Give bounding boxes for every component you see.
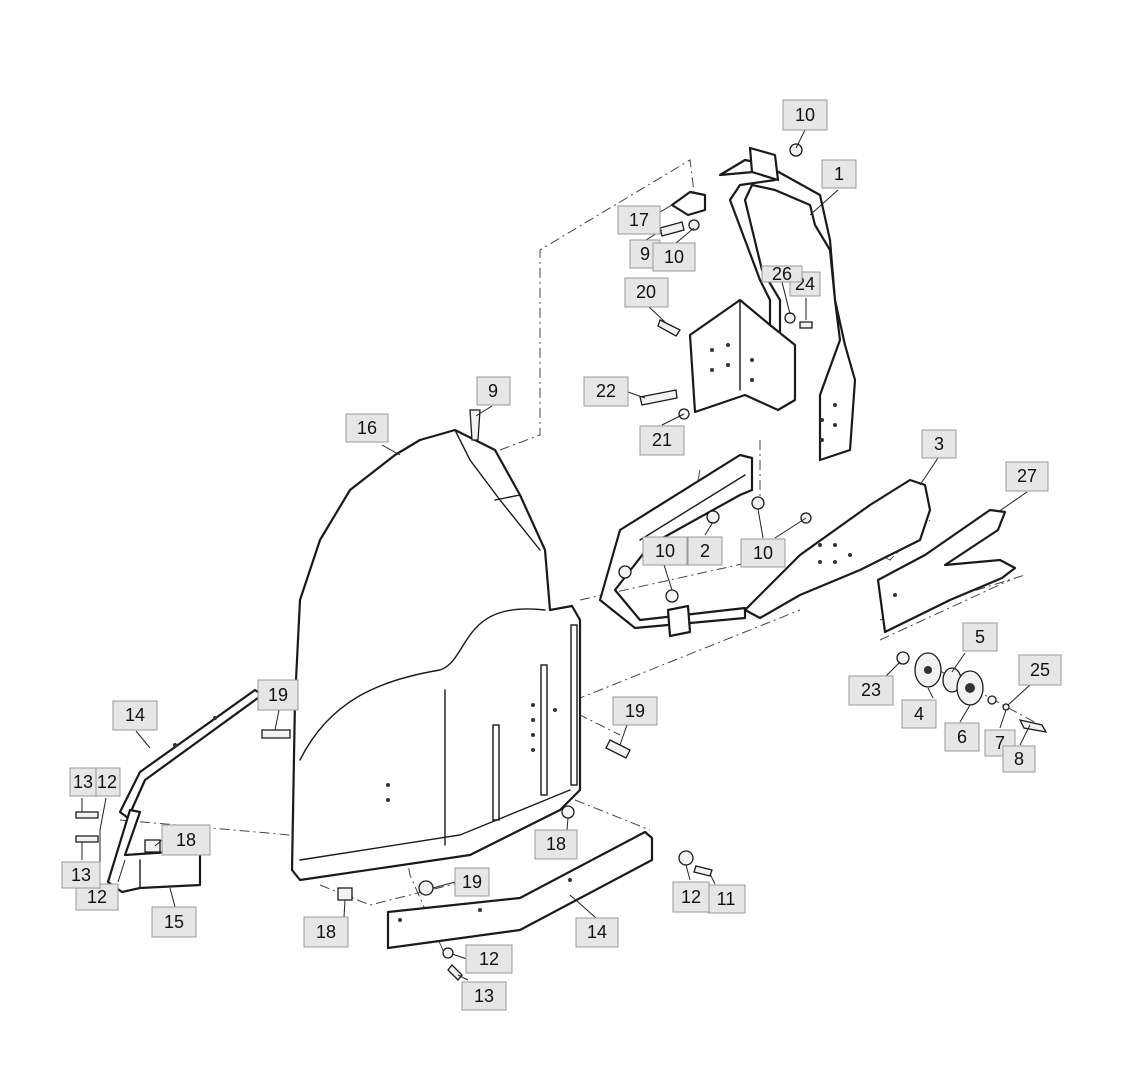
right-plate-part xyxy=(876,508,1017,634)
callout-12-bottom: 12 xyxy=(465,944,513,974)
callout-8: 8 xyxy=(1002,745,1036,773)
callout-label: 10 xyxy=(655,541,675,561)
callout-5: 5 xyxy=(962,622,998,652)
main-shield-part xyxy=(290,428,582,882)
callout-10-upper: 10 xyxy=(652,242,696,272)
callout-4: 4 xyxy=(901,699,937,729)
callout-27: 27 xyxy=(1005,461,1049,492)
callout-label: 25 xyxy=(1030,660,1050,680)
callout-label: 8 xyxy=(1014,749,1024,769)
callout-22: 22 xyxy=(583,376,629,407)
callout-label: 19 xyxy=(268,685,288,705)
callout-label: 9 xyxy=(488,381,498,401)
callout-label: 10 xyxy=(753,543,773,563)
callout-label: 22 xyxy=(596,381,616,401)
callout-label: 26 xyxy=(772,264,792,284)
callout-label: 18 xyxy=(316,922,336,942)
callout-25: 25 xyxy=(1018,654,1062,686)
callout-10-middle: 10 xyxy=(642,536,688,566)
callout-18-bottom: 18 xyxy=(303,916,349,948)
callout-label: 12 xyxy=(87,887,107,907)
callout-label: 15 xyxy=(164,912,184,932)
lower-rail-part xyxy=(598,453,754,638)
callout-6: 6 xyxy=(944,722,980,752)
callout-label: 10 xyxy=(664,247,684,267)
callout-18-left: 18 xyxy=(161,824,211,856)
callout-26: 26 xyxy=(761,264,803,284)
callout-14-bottom: 14 xyxy=(575,917,619,948)
callout-label: 19 xyxy=(462,872,482,892)
callout-14-left: 14 xyxy=(112,700,158,731)
callout-label: 11 xyxy=(717,889,736,909)
callout-label: 4 xyxy=(914,704,924,724)
callout-label: 14 xyxy=(587,922,607,942)
callout-13-bottom: 13 xyxy=(461,981,507,1011)
callout-label: 1 xyxy=(834,164,844,184)
callout-9-lower: 9 xyxy=(476,376,511,406)
callout-label: 23 xyxy=(861,680,881,700)
callout-label: 5 xyxy=(975,627,985,647)
callout-label: 10 xyxy=(795,105,815,125)
callout-label: 18 xyxy=(546,834,566,854)
hub-assembly xyxy=(896,651,1048,733)
callout-12-upper-left: 12 xyxy=(93,767,121,797)
hardware-fasteners xyxy=(75,143,813,981)
callout-label: 19 xyxy=(625,701,645,721)
callout-16: 16 xyxy=(345,413,389,443)
callout-label: 12 xyxy=(97,772,117,792)
tapered-plate-part xyxy=(743,478,932,620)
callout-label: 16 xyxy=(357,418,377,438)
callout-13-upper-left: 13 xyxy=(69,767,97,797)
callout-label: 13 xyxy=(73,772,93,792)
callout-label: 27 xyxy=(1017,466,1037,486)
callout-label: 6 xyxy=(957,727,967,747)
callout-11: 11 xyxy=(707,884,746,914)
callout-label: 20 xyxy=(636,282,656,302)
callout-13-lower-left: 13 xyxy=(61,861,101,889)
callout-12-right: 12 xyxy=(672,881,710,913)
callout-17: 17 xyxy=(617,205,661,235)
small-bracket-part xyxy=(670,190,707,217)
callout-label: 3 xyxy=(934,434,944,454)
callout-label: 13 xyxy=(474,986,494,1006)
leader-lines xyxy=(81,129,1031,981)
callout-15: 15 xyxy=(151,906,197,938)
callout-19-left: 19 xyxy=(257,679,299,711)
callout-10-top: 10 xyxy=(782,99,828,131)
callout-label: 21 xyxy=(652,430,672,450)
callout-19-bottom: 19 xyxy=(454,867,490,897)
callout-23: 23 xyxy=(848,675,894,706)
lower-strip-part xyxy=(386,830,654,950)
callout-label: 2 xyxy=(700,541,710,561)
callout-10-right: 10 xyxy=(740,538,786,568)
callout-label: 7 xyxy=(995,733,1005,753)
callout-1: 1 xyxy=(821,159,857,189)
callout-label: 14 xyxy=(125,705,145,725)
callout-label: 9 xyxy=(640,244,650,264)
callout-label: 18 xyxy=(176,830,196,850)
callout-label: 17 xyxy=(629,210,649,230)
mounting-plate-part xyxy=(688,298,797,414)
callout-label: 12 xyxy=(479,949,499,969)
callout-label: 13 xyxy=(71,865,91,885)
callout-2: 2 xyxy=(687,536,723,566)
callout-18-middle: 18 xyxy=(534,829,578,860)
assembly-lines xyxy=(119,159,1041,956)
callout-label: 12 xyxy=(681,887,701,907)
rail-bracket-part xyxy=(718,146,857,462)
callout-19-right: 19 xyxy=(612,696,658,726)
callout-3: 3 xyxy=(921,429,957,459)
callout-20: 20 xyxy=(624,277,669,308)
callout-21: 21 xyxy=(639,425,685,456)
